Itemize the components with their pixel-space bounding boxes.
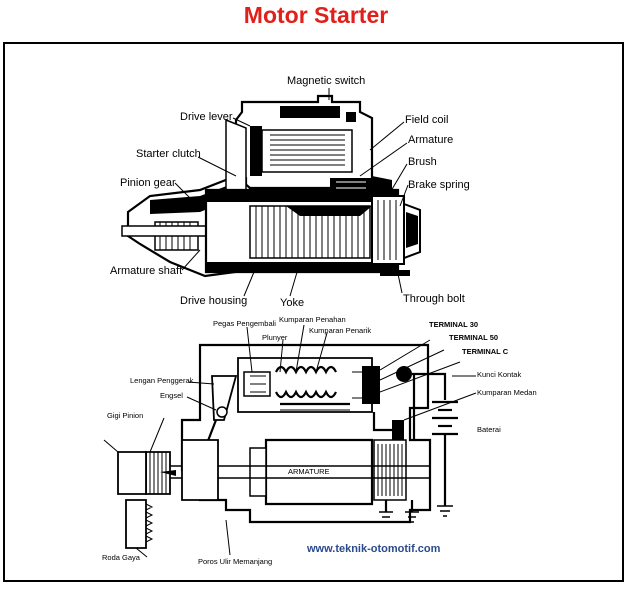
label-armature-bottom: ARMATURE xyxy=(288,467,330,476)
label-starter-clutch: Starter clutch xyxy=(136,148,201,160)
label-through-bolt: Through bolt xyxy=(403,293,465,305)
label-pegas-pengembali: Pegas Pengembali xyxy=(213,319,276,328)
page-title: Motor Starter xyxy=(243,2,389,28)
label-kumparan-penahan: Kumparan Penahan xyxy=(279,315,346,324)
label-drive-housing: Drive housing xyxy=(180,295,247,307)
label-terminal-c: TERMINAL C xyxy=(462,347,509,356)
label-gigi-pinion: Gigi Pinion xyxy=(107,411,143,420)
label-brush: Brush xyxy=(408,156,437,168)
diagram-frame xyxy=(3,42,624,582)
label-brake-spring: Brake spring xyxy=(408,179,470,191)
website-watermark: www.teknik-otomotif.com xyxy=(306,543,441,555)
label-lengan-penggerak: Lengan Penggerak xyxy=(130,376,194,385)
label-plunyer: Plunyer xyxy=(262,333,288,342)
label-engsel: Engsel xyxy=(160,391,183,400)
top-starter-cutaway xyxy=(121,94,421,278)
label-pinion-gear: Pinion gear xyxy=(120,177,176,189)
label-baterai: Baterai xyxy=(477,425,501,434)
label-drive-lever: Drive lever xyxy=(180,111,233,123)
label-magnetic-switch: Magnetic switch xyxy=(287,75,365,87)
label-armature-shaft: Armature shaft xyxy=(110,265,182,277)
label-yoke: Yoke xyxy=(280,297,304,309)
label-kunci-kontak: Kunci Kontak xyxy=(477,370,521,379)
bottom-schematic xyxy=(103,339,461,549)
label-terminal-30: TERMINAL 30 xyxy=(429,320,478,329)
label-roda-gaya: Roda Gaya xyxy=(102,553,141,562)
label-poros-ulir: Poros Ulir Memanjang xyxy=(198,557,272,566)
label-armature-top: Armature xyxy=(408,134,453,146)
label-kumparan-medan: Kumparan Medan xyxy=(477,388,537,397)
label-kumparan-penarik: Kumparan Penarik xyxy=(309,326,371,335)
label-field-coil: Field coil xyxy=(405,114,448,126)
top-leader-lines xyxy=(174,88,409,297)
label-terminal-50: TERMINAL 50 xyxy=(449,333,498,342)
bottom-leader-lines xyxy=(135,324,477,558)
